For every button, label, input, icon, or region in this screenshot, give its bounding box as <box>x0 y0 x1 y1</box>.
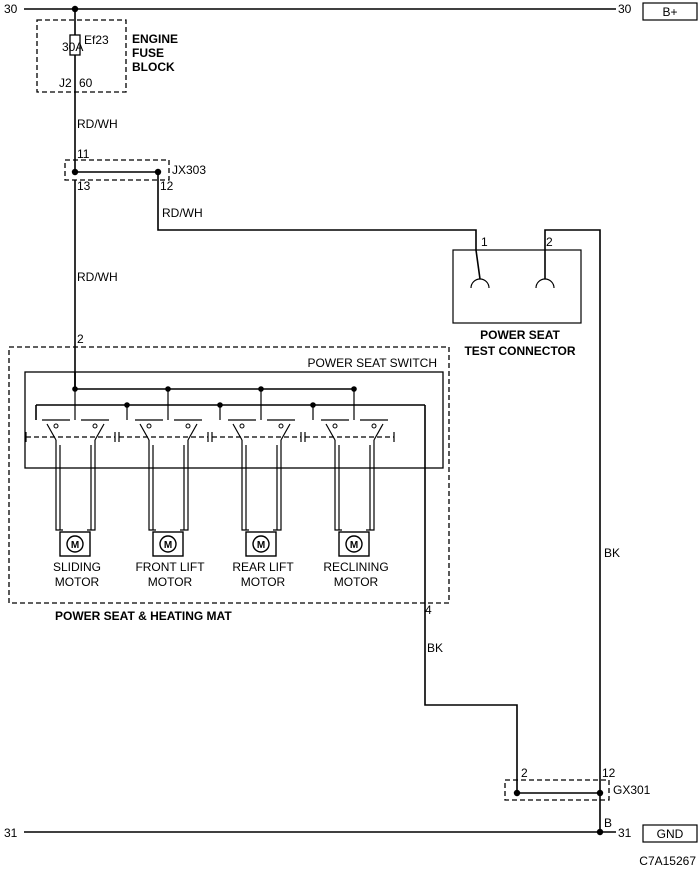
gnd-label: GND <box>657 827 684 841</box>
seat-module-label: POWER SEAT & HEATING MAT <box>55 609 232 623</box>
engine-fuse-block: Ef23 30A J2 60 ENGINE FUSE BLOCK <box>36 9 178 93</box>
fuse-pin-number: 60 <box>79 76 93 90</box>
motor-symbol: M <box>257 540 265 551</box>
test-connector-label-1: POWER SEAT <box>480 328 560 342</box>
jx303-label: JX303 <box>172 163 206 177</box>
wire-color-label-4: BK <box>427 641 443 655</box>
motor-label-line2: MOTOR <box>55 575 100 589</box>
switch-contacts <box>25 372 425 442</box>
motor-lead-right <box>366 440 375 531</box>
switch-blade <box>325 423 336 441</box>
test-connector-label-2: TEST CONNECTOR <box>464 344 575 358</box>
motor-label-line1: RECLINING <box>323 560 388 574</box>
rail-bottom-right-number: 31 <box>618 826 632 840</box>
test-connector-pin-2: 2 <box>546 235 553 249</box>
gx301-pin-a: 2 <box>521 766 528 780</box>
fuse-rating: 30A <box>62 40 83 54</box>
motor-lead-right <box>87 440 96 531</box>
jx303-pin-out: 13 <box>77 179 91 193</box>
motor-symbol: M <box>164 540 172 551</box>
switch-blade <box>280 423 291 441</box>
rail-top-right-number: 30 <box>618 2 632 16</box>
b-plus-label: B+ <box>662 5 677 19</box>
contact-point <box>53 423 59 429</box>
contact-point <box>332 423 338 429</box>
contact-point <box>185 423 191 429</box>
gx301-pin-b: 12 <box>602 766 616 780</box>
rail-top-left-number: 30 <box>4 2 18 16</box>
motor-label-line1: FRONT LIFT <box>135 560 205 574</box>
motor-lead-right <box>273 440 282 531</box>
jx303-pin-in: 11 <box>77 147 90 161</box>
seat-pin-in: 2 <box>77 332 84 346</box>
rail-bottom-left-number: 31 <box>4 826 18 840</box>
motor-lead-left <box>241 440 249 531</box>
switch-blade <box>139 423 150 441</box>
jx303-connector: 11 13 12 JX303 <box>64 147 206 193</box>
switch-blade <box>232 423 243 441</box>
fuse-block-label-3: BLOCK <box>132 60 175 74</box>
motor-lead-left <box>55 440 63 531</box>
motor-label-line1: SLIDING <box>53 560 101 574</box>
wire-color-label-2: RD/WH <box>162 206 203 220</box>
power-seat-test-connector: 1 2 POWER SEAT TEST CONNECTOR <box>452 235 582 358</box>
power-seat-switch: POWER SEAT SWITCH <box>24 356 444 469</box>
switch-blade <box>94 423 105 441</box>
motor-icon <box>66 535 84 553</box>
motor-label-line2: MOTOR <box>334 575 379 589</box>
wire-color-label-1: RD/WH <box>77 117 118 131</box>
fuse-id: Ef23 <box>84 33 109 47</box>
power-seat-heating-mat: 2 POWER SEAT & HEATING MAT POWER SEAT SW… <box>8 332 450 623</box>
contact-point <box>239 423 245 429</box>
motor-label-line2: MOTOR <box>148 575 193 589</box>
contact-point <box>92 423 98 429</box>
switch-blade <box>46 423 57 441</box>
motor-label-line2: MOTOR <box>241 575 286 589</box>
switch-blade <box>373 423 384 441</box>
contact-point <box>371 423 377 429</box>
jx303-pin-branch: 12 <box>160 179 174 193</box>
motor-icon <box>345 535 363 553</box>
switch-section-3 <box>211 386 302 442</box>
motor-lead-left <box>148 440 156 531</box>
motor-icon <box>159 535 177 553</box>
fuse-block-label-1: ENGINE <box>132 32 178 46</box>
contact-point <box>146 423 152 429</box>
wire-color-label-5: BK <box>604 546 620 560</box>
gx301-label: GX301 <box>613 783 651 797</box>
fuse-pin-connector: J2 <box>59 76 72 90</box>
motor-lead-right <box>180 440 189 531</box>
motor-symbol: M <box>350 540 358 551</box>
wire-color-label-3: RD/WH <box>77 270 118 284</box>
switch-section-2 <box>118 386 209 442</box>
ground-pin-label: B <box>604 816 612 830</box>
gx301-ground-connector: 2 12 GX301 <box>504 766 651 801</box>
seat-pin-out: 4 <box>425 603 432 617</box>
b-plus-rail: 30 30 B+ <box>4 2 698 21</box>
switch-section-1 <box>25 386 116 442</box>
contact-point <box>278 423 284 429</box>
switch-blade <box>187 423 198 441</box>
test-connector-pin-1: 1 <box>481 235 488 249</box>
motor-symbol: M <box>71 540 79 551</box>
motor-icon <box>252 535 270 553</box>
figure-code: C7A15267 <box>639 854 696 868</box>
motor-label-line1: REAR LIFT <box>232 560 294 574</box>
gnd-rail: 31 31 B GND <box>4 816 698 843</box>
fuse-block-label-2: FUSE <box>132 46 164 60</box>
power-seat-switch-label: POWER SEAT SWITCH <box>307 356 437 370</box>
motor-lead-left <box>334 440 342 531</box>
switch-section-4 <box>304 386 395 442</box>
